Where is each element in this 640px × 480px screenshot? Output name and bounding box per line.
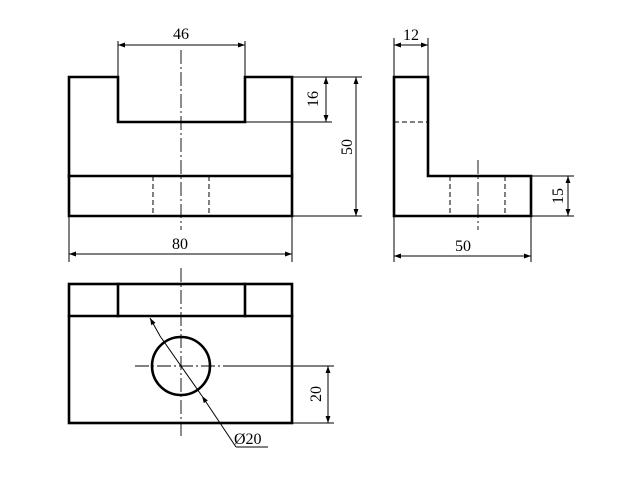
dim-side-top-width: 12 (393, 27, 429, 77)
dim-hole-diameter: Ø20 (149, 317, 268, 448)
front-view-outline (67, 75, 294, 218)
dim-text-50-height: 50 (339, 139, 356, 155)
dim-side-hole-height: 15 (531, 175, 574, 217)
dim-front-top-width: 46 (117, 26, 246, 77)
dim-front-slot-depth: 16 (245, 76, 332, 123)
dim-side-width: 50 (393, 216, 532, 262)
dim-text-80: 80 (172, 236, 188, 253)
dim-front-height: 50 (292, 76, 362, 217)
dim-text-15: 15 (550, 188, 567, 204)
side-view: 12 15 50 (392, 27, 574, 262)
side-view-outline (392, 75, 533, 218)
top-view-outline (67, 282, 294, 425)
dim-text-46: 46 (173, 26, 189, 43)
dim-front-width: 80 (68, 216, 293, 262)
front-view: 46 16 50 80 (67, 26, 362, 262)
dim-text-50-width: 50 (455, 238, 471, 255)
dim-top-hole-offset: 20 (228, 365, 334, 424)
dim-text-diameter: Ø20 (234, 431, 262, 448)
dim-text-20: 20 (308, 386, 325, 402)
top-view: Ø20 20 (67, 268, 334, 448)
dim-text-12: 12 (403, 27, 419, 44)
dim-text-16: 16 (305, 91, 322, 107)
